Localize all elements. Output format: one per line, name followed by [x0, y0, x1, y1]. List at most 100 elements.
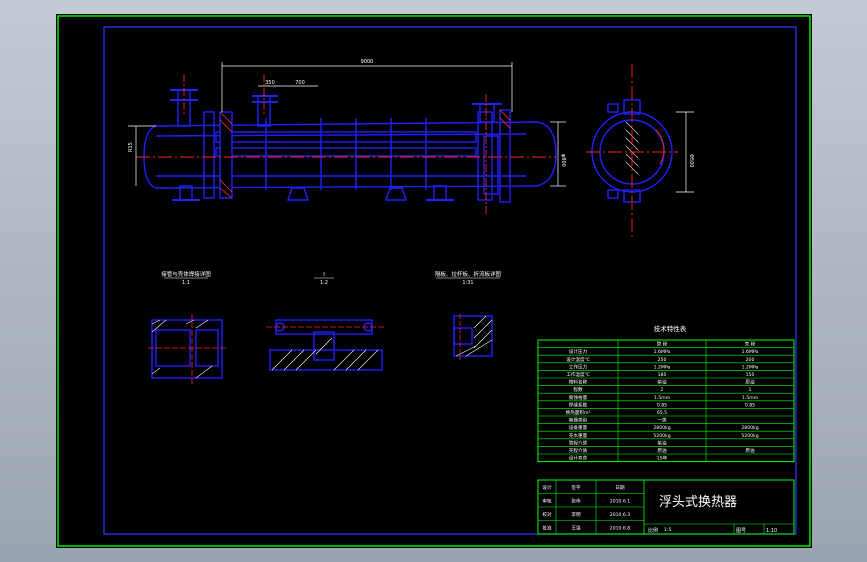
title-block-cell: 校对: [542, 511, 552, 518]
tech-table-cell: 一类: [657, 417, 667, 424]
tech-table-cell: 1: [749, 387, 752, 393]
tech-table-header-cell: 管 程: [657, 341, 668, 348]
tube-bundle-upper: [215, 131, 477, 143]
tech-table-cell: 柴油: [657, 439, 667, 446]
outer-frame: [57, 15, 811, 547]
tech-table-cell: 200: [746, 357, 755, 363]
tech-table-cell: 5200kg: [653, 433, 670, 439]
title-block-cell: 2010.6.8: [610, 525, 631, 531]
left-flange: [203, 111, 215, 199]
scale-value: 1:5: [664, 527, 671, 533]
shell-body: [143, 121, 557, 189]
centerlines-side: [586, 64, 678, 238]
tech-table-cell: 0.85: [657, 402, 667, 408]
tech-table-cell: 设计寿命: [569, 455, 588, 462]
side-left-lug: [607, 103, 619, 113]
tech-table-cell: 柴油: [657, 379, 667, 386]
tech-table-cell: 0.85: [745, 402, 755, 408]
title-block-cell: 2010.6.3: [610, 512, 631, 518]
tech-table-cell: 1.6MPa: [742, 349, 759, 355]
nozzle-spacing-b-dim: 700: [295, 80, 305, 86]
nozzle-spacing-a-dim: 350: [265, 80, 275, 86]
detail-3-hatch: [455, 315, 493, 357]
drawing-svg: 9000 350 700 R15 φ800: [57, 15, 811, 547]
detail-2-scale: 1:2: [320, 280, 328, 286]
tech-table-cell: 1.5mm: [654, 395, 671, 401]
detail-2-title: I: [323, 272, 325, 278]
saddle-right: [385, 187, 407, 201]
tech-table-cell: 2800kg: [653, 425, 670, 431]
dimensions-main: [128, 62, 566, 187]
tech-table-cell: 180: [658, 372, 667, 378]
title-block-cell: 日期: [615, 485, 625, 491]
tech-table-cell: 设计温度℃: [566, 356, 590, 363]
left-height-dim: R15: [128, 142, 134, 152]
nozzle-tube-inlet: [257, 95, 271, 127]
elevation-view[interactable]: [143, 89, 557, 203]
tech-table-cell: 换热面积m²: [566, 409, 591, 416]
tech-table-cell: 焊缝系数: [569, 401, 588, 408]
tech-table-cell: 1.6MPa: [654, 349, 671, 355]
detail-3-drawing[interactable]: [453, 315, 493, 357]
tech-table-cell: 程数: [573, 386, 583, 393]
detail-1-scale: 1:1: [182, 280, 190, 286]
title-block-cell: 张伟: [571, 497, 581, 504]
saddle-left: [287, 187, 309, 201]
flange-height-dim: φ800: [560, 154, 566, 167]
tech-table-cell: 工作压力: [569, 363, 588, 370]
tech-table-cell: 物料名称: [569, 379, 588, 386]
tech-table-header-cell: 壳 程: [745, 341, 756, 348]
title-block-cell: 签字: [571, 484, 581, 491]
title-block-cell: 李明: [571, 511, 581, 518]
left-tubesheet: [219, 111, 233, 199]
detail-1-hatch: [151, 319, 213, 379]
tech-table-cell: 原油: [745, 447, 755, 454]
tech-table-cell: 1.5mm: [742, 395, 759, 401]
shell-diameter-dim: Φ500: [688, 154, 694, 167]
tech-table-cell: 5200kg: [741, 433, 758, 439]
tech-table-cell: 容器类别: [569, 417, 588, 424]
tech-table-cell: 设计压力: [569, 348, 588, 355]
title-block-cell: 王强: [571, 525, 581, 531]
title-block-cell: 设计: [542, 484, 552, 491]
shell-inner-top: [155, 133, 527, 137]
tech-table-cell: 1.2MPa: [654, 364, 671, 370]
dimensions-side: [676, 111, 694, 193]
tech-table-title: 技术特性表: [654, 324, 687, 333]
tech-table-cell: 腐蚀裕量: [569, 394, 588, 401]
scale-label: 比例: [648, 527, 658, 534]
tech-table-cell: 原油: [745, 379, 755, 386]
title-block-cell: 2010.6.1: [610, 498, 631, 504]
tech-table-cell: 250: [658, 357, 667, 363]
side-left-foot: [607, 189, 619, 199]
drawing-title: 浮头式换热器: [659, 495, 737, 510]
tech-table-cell: 工作温度℃: [566, 371, 590, 378]
detail-1-title: 接管与壳体焊接详图: [161, 270, 211, 278]
tech-table-cell: 15年: [657, 455, 668, 462]
sheet-label: 图号: [736, 528, 746, 534]
tech-table-cell: 150: [746, 372, 755, 378]
centerlines-main: [136, 74, 556, 214]
title-block-cell: 批准: [542, 524, 552, 531]
tech-table-cell: 2: [661, 387, 664, 393]
floating-head: [483, 135, 499, 195]
tech-table-cell: 充水重量: [569, 432, 588, 439]
tech-table-cell: 原油: [657, 447, 667, 454]
nozzle-bottom-right: [433, 185, 447, 201]
inner-frame: [103, 26, 797, 535]
tube-bundle-lower: [215, 147, 477, 157]
flange-hatch: [219, 109, 511, 199]
tech-table-cell: 壳程介质: [569, 447, 588, 454]
sheet-value: 1:10: [766, 528, 777, 534]
detail-3-scale: 1:31: [462, 280, 473, 286]
tech-table-cell: 设备重量: [569, 424, 588, 431]
detail-1-drawing[interactable]: [148, 314, 226, 384]
drawing-sheet[interactable]: 9000 350 700 R15 φ800: [56, 14, 812, 548]
tech-table-cell: 管程介质: [569, 439, 588, 446]
right-flange: [477, 111, 493, 201]
tech-table-cell: 1.2MPa: [742, 364, 759, 370]
detail-3-title: 隔板、拉杆板、折流板详图: [435, 270, 502, 278]
